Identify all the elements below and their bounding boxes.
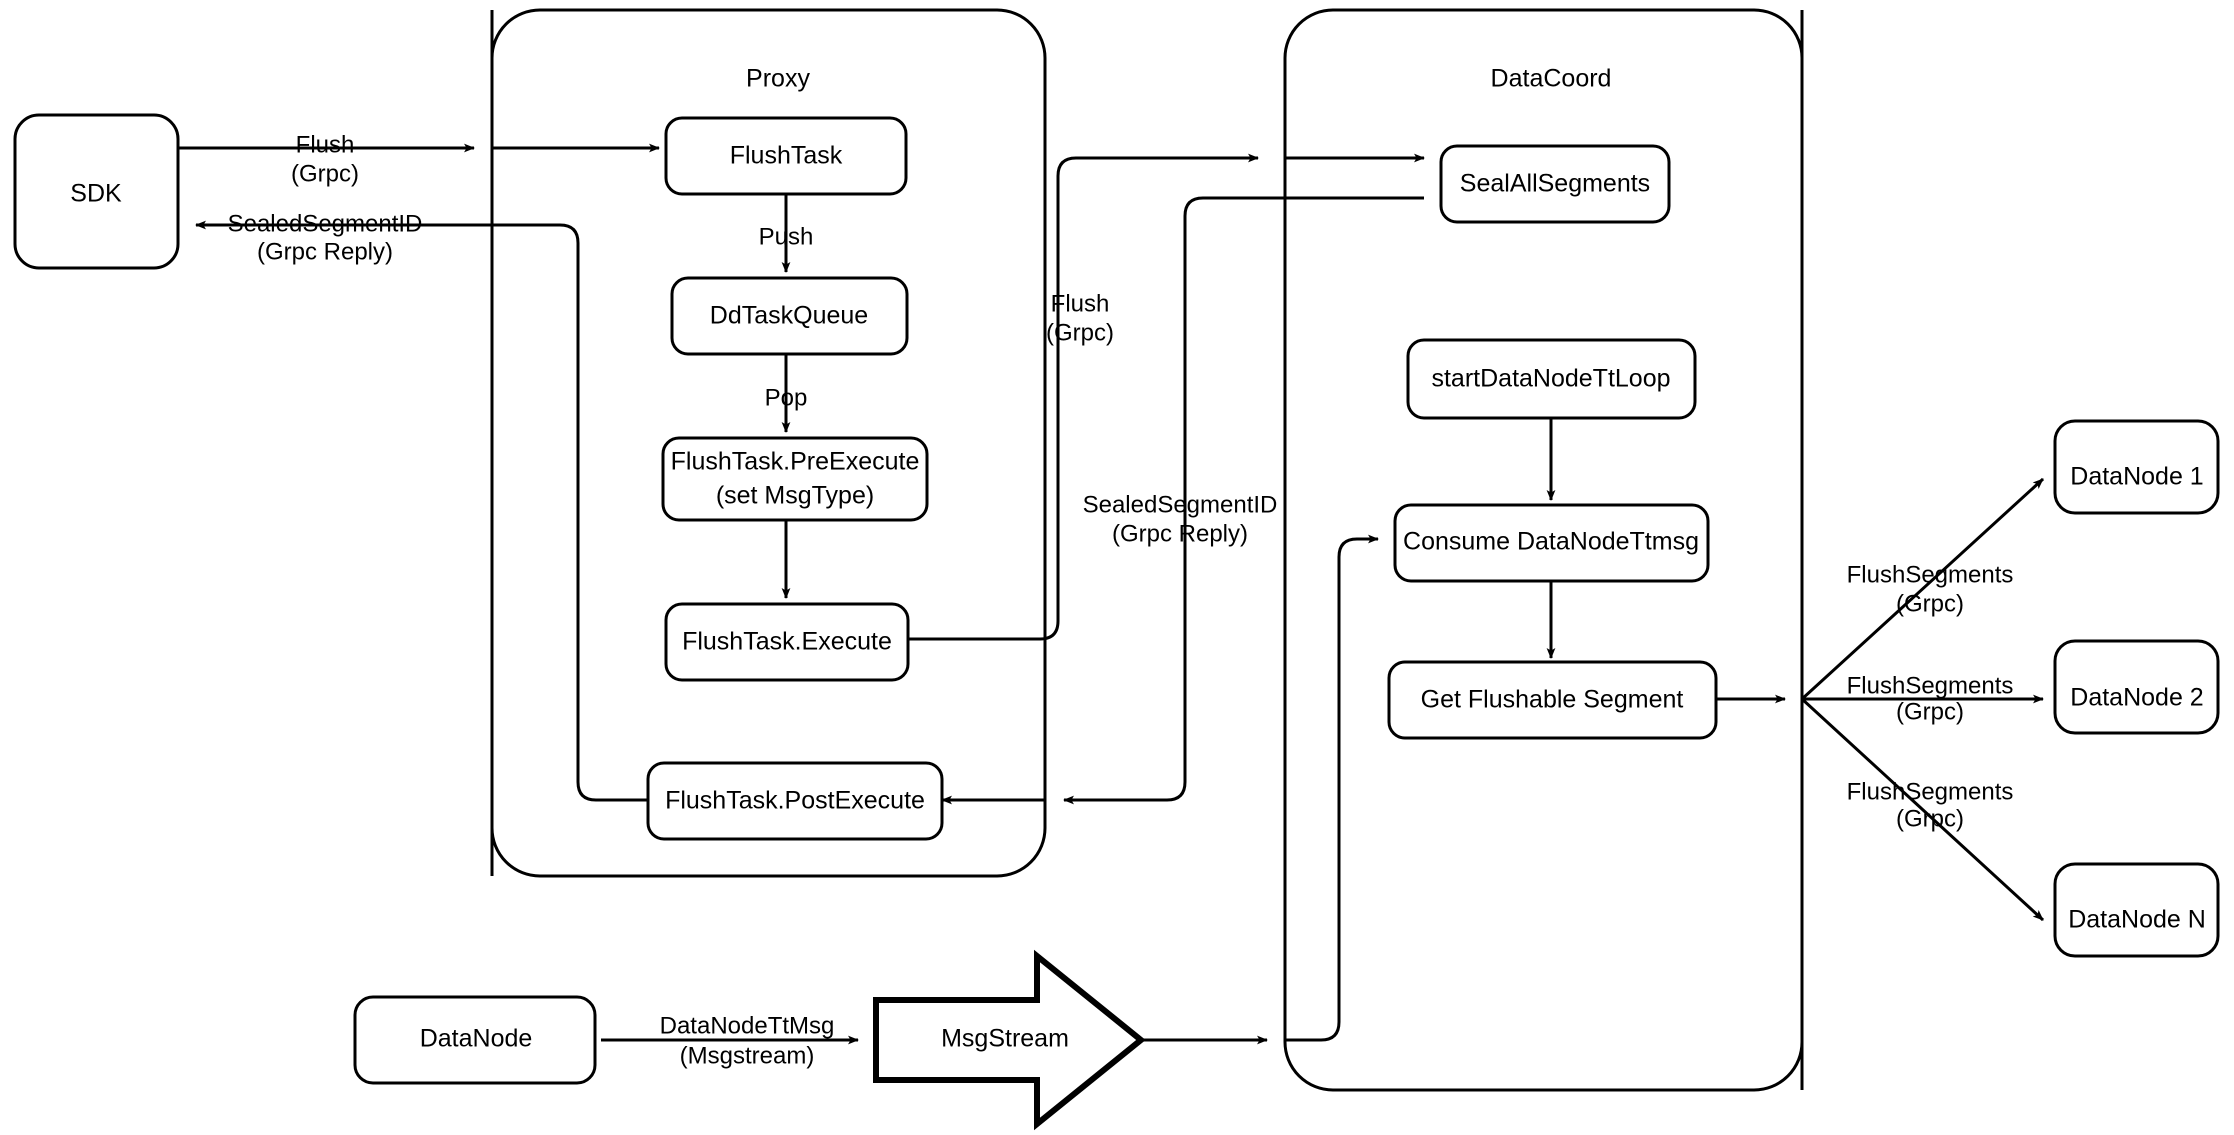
edge-label-flush-datacoord-line2: (Grpc) [1046,319,1114,346]
node-startdatanodettloop[interactable]: startDataNodeTtLoop [1406,338,1697,420]
node-sdk-box[interactable] [13,113,180,270]
edge-label-flushsegments-2-line1: FlushSegments [1847,672,2014,699]
node-consume-datanodettmsg-box[interactable] [1393,503,1710,583]
edge-label-flush-grpc-line1: Flush [296,131,355,158]
node-preexecute-label-line2: (set MsgType) [716,482,874,510]
node-datanode-source[interactable]: DataNode [353,995,597,1085]
edge-hub-to-datanode-n [1800,697,2045,922]
edge-label-flush-datacoord-line1: Flush [1051,290,1110,317]
node-datanode-source-label: DataNode [420,1025,533,1053]
node-datanode-n-label: DataNode N [2068,906,2206,934]
edge-label-sdk-to-proxy: Flush (Grpc) [291,131,359,187]
node-sealallsegments-box[interactable] [1439,144,1671,224]
node-consume-datanodettmsg[interactable]: Consume DataNodeTtmsg [1393,503,1710,583]
edge-label-flush-segments-1: FlushSegments (Grpc) [1847,561,2014,617]
node-msgstream-label: MsgStream [941,1025,1069,1053]
node-sdk[interactable]: SDK [13,113,180,270]
node-datanode-2-label: DataNode 2 [2070,684,2203,712]
node-msgstream-arrow-shape[interactable] [873,949,1146,1131]
node-ddtaskqueue-box[interactable] [670,276,909,356]
node-sealallsegments[interactable]: SealAllSegments [1439,144,1671,224]
node-datanode-1[interactable]: DataNode 1 [2053,419,2220,515]
edge-datacoord-boundary-to-consume [1285,534,1379,1042]
edge-execute-to-datacoord [908,153,1259,641]
edge-postexecute-to-sdk [195,220,648,802]
edge-label-flush-grpc-line2: (Grpc) [291,160,359,187]
edge-label-flushsegments-1-line1: FlushSegments [1847,561,2014,588]
node-flushtask[interactable]: FlushTask [664,116,908,196]
node-execute[interactable]: FlushTask.Execute [664,602,910,682]
edge-label-push: Push [759,223,814,250]
edge-hub-to-datanode-1 [1800,477,2045,701]
node-startdatanodettloop-label: startDataNodeTtLoop [1431,365,1670,393]
node-postexecute-label: FlushTask.PostExecute [665,787,925,815]
edge-label-flushsegments-n-line1: FlushSegments [1847,778,2014,805]
edge-label-flushsegments-2-line2: (Grpc) [1896,698,1964,725]
node-postexecute[interactable]: FlushTask.PostExecute [646,761,944,841]
node-startdatanodettloop-box[interactable] [1406,338,1697,420]
node-preexecute[interactable]: FlushTask.PreExecute (set MsgType) [661,436,929,522]
node-datanode-n[interactable]: DataNode N [2053,862,2220,958]
node-ddtaskqueue-label: DdTaskQueue [710,302,868,330]
edge-sealallsegments-to-postexecute [1063,196,1424,805]
node-flushtask-label: FlushTask [730,142,843,170]
edge-label-flush-segments-2: FlushSegments (Grpc) [1847,672,2014,725]
node-datanode-1-label: DataNode 1 [2070,463,2203,491]
edge-label-sealedsegmentid-line1: SealedSegmentID [228,210,423,237]
node-ddtaskqueue[interactable]: DdTaskQueue [670,276,909,356]
node-preexecute-box[interactable] [661,436,929,522]
edge-label-sealedsegmentid-line2: (Grpc Reply) [257,238,393,265]
node-execute-label: FlushTask.Execute [682,628,892,656]
node-flushtask-box[interactable] [664,116,908,196]
edge-label-proxy-to-datacoord: Flush (Grpc) [1046,290,1114,346]
proxy-group-label: Proxy [746,65,810,93]
edge-label-pop: Pop [765,384,808,411]
node-datanode-source-box[interactable] [353,995,597,1085]
edge-label-datacoord-to-proxy: SealedSegmentID (Grpc Reply) [1083,491,1278,547]
edge-label-sealedsegmentid-reply-line1: SealedSegmentID [1083,491,1278,518]
node-preexecute-label-line1: FlushTask.PreExecute [671,448,920,476]
edge-label-flush-segments-n: FlushSegments (Grpc) [1847,778,2014,832]
node-datanode-2-box[interactable] [2053,639,2220,735]
node-datanode-1-box[interactable] [2053,419,2220,515]
edge-label-datanode-ttmsg: DataNodeTtMsg (Msgstream) [660,1012,835,1069]
node-get-flushable-segment-box[interactable] [1387,660,1718,740]
datacoord-group-label: DataCoord [1491,65,1612,93]
edge-label-proxy-to-sdk: SealedSegmentID (Grpc Reply) [228,210,423,265]
node-datanode-2[interactable]: DataNode 2 [2053,639,2220,735]
node-msgstream[interactable]: MsgStream [873,949,1146,1131]
node-execute-box[interactable] [664,602,910,682]
node-sealallsegments-label: SealAllSegments [1460,170,1650,198]
edge-label-sealedsegmentid-reply-line2: (Grpc Reply) [1112,520,1248,547]
edge-label-datanodettmsg-line2: (Msgstream) [680,1042,815,1069]
node-consume-datanodettmsg-label: Consume DataNodeTtmsg [1403,528,1699,556]
node-postexecute-box[interactable] [646,761,944,841]
node-datanode-n-box[interactable] [2053,862,2220,958]
edge-label-datanodettmsg-line1: DataNodeTtMsg [660,1012,835,1039]
edge-label-flushsegments-1-line2: (Grpc) [1896,590,1964,617]
node-get-flushable-segment-label: Get Flushable Segment [1421,686,1684,714]
node-get-flushable-segment[interactable]: Get Flushable Segment [1387,660,1718,740]
edge-label-flushsegments-n-line2: (Grpc) [1896,805,1964,832]
node-sdk-label: SDK [70,180,122,208]
